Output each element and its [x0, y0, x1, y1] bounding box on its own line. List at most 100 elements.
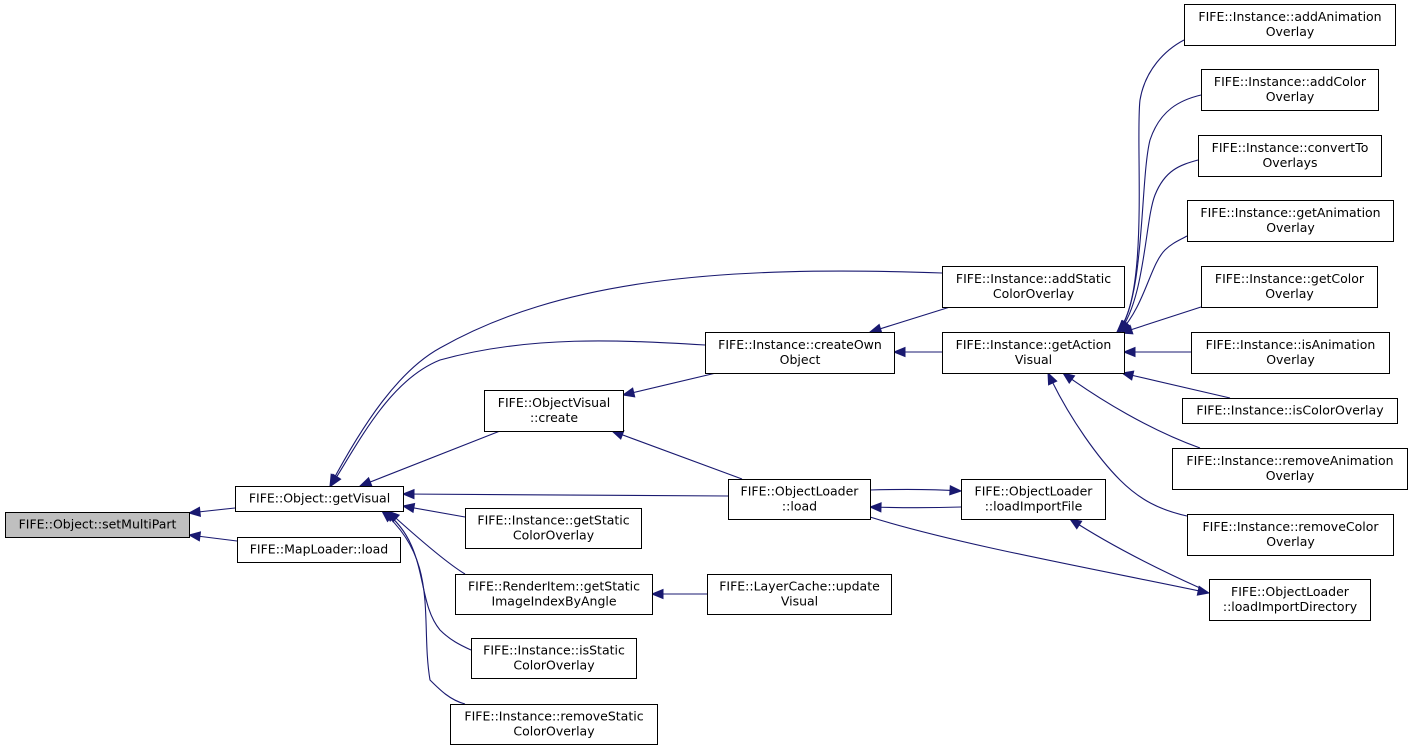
edge-line — [381, 510, 466, 705]
nodes-layer: FIFE::Object::setMultiPart FIFE::Object::… — [5, 4, 1408, 745]
node-ObjectLoader_load[interactable]: FIFE::ObjectLoader::load — [728, 479, 871, 520]
edge-line — [1047, 372, 1188, 517]
node-label: Overlay — [1266, 352, 1315, 367]
node-loadImportDirectory[interactable]: FIFE::ObjectLoader::loadImportDirectory — [1209, 579, 1371, 621]
arrow-head-icon — [868, 502, 882, 513]
node-box[interactable] — [1187, 514, 1394, 556]
arrow-head-icon — [1119, 324, 1134, 335]
node-label: FIFE::Instance::getAction — [956, 337, 1112, 352]
edge-line — [1116, 39, 1185, 333]
node-box[interactable] — [484, 390, 624, 432]
node-getVisual[interactable]: FIFE::Object::getVisual — [235, 486, 404, 512]
node-box[interactable] — [471, 638, 637, 679]
node-box[interactable] — [1201, 266, 1378, 308]
edge-line — [1117, 94, 1202, 333]
node-box[interactable] — [1209, 579, 1371, 621]
node-label: Overlay — [1265, 286, 1314, 301]
edge-addAnimationOverlay-to-getActionVisual — [1116, 39, 1185, 333]
node-label: FIFE::Object::setMultiPart — [19, 517, 177, 532]
arrow-head-icon — [650, 588, 664, 600]
arrow-head-icon — [401, 502, 416, 514]
edge-line — [869, 516, 1210, 594]
node-box[interactable] — [1201, 69, 1379, 111]
node-getStaticImageIndexByAngle[interactable]: FIFE::RenderItem::getStaticImageIndexByA… — [455, 574, 653, 615]
node-label: ColorOverlay — [513, 724, 595, 739]
node-setMultiPart[interactable]: FIFE::Object::setMultiPart — [5, 512, 190, 538]
node-label: Visual — [1015, 352, 1052, 367]
node-box[interactable] — [705, 332, 895, 374]
edge-ObjectLoader_load-to-loadImportFile — [869, 485, 963, 496]
edge-line — [869, 506, 962, 509]
node-label: FIFE::Instance::removeColor — [1202, 519, 1379, 534]
edge-line — [611, 430, 743, 480]
edge-line — [1121, 372, 1231, 399]
edge-addStaticColorOverlay-to-createOwnObject — [868, 306, 951, 334]
node-label: Overlay — [1266, 534, 1315, 549]
node-box[interactable] — [1198, 135, 1382, 177]
edge-getColorOverlay-to-getActionVisual — [1119, 306, 1202, 335]
node-box[interactable] — [1182, 398, 1398, 424]
edge-addStaticColorOverlay-to-getVisual — [329, 270, 943, 488]
node-box[interactable] — [707, 574, 892, 615]
node-label: FIFE::Instance::removeAnimation — [1186, 453, 1393, 468]
arrow-head-icon — [892, 346, 906, 358]
node-label: FIFE::ObjectLoader — [975, 484, 1094, 499]
arrow-head-icon — [1068, 518, 1083, 530]
node-label: Overlays — [1262, 155, 1317, 170]
node-label: FIFE::MapLoader::load — [250, 542, 389, 557]
node-label: ::loadImportDirectory — [1223, 599, 1358, 614]
arrow-head-icon — [1061, 372, 1076, 385]
node-box[interactable] — [465, 508, 642, 549]
node-isColorOverlay[interactable]: FIFE::Instance::isColorOverlay — [1182, 398, 1398, 424]
arrow-head-icon — [187, 531, 202, 542]
edge-loadImportFile-to-ObjectLoader_load — [868, 502, 962, 513]
node-box[interactable] — [961, 479, 1106, 520]
node-label: ImageIndexByAngle — [491, 594, 616, 609]
node-box[interactable] — [450, 704, 658, 745]
edge-getAnimationOverlay-to-getActionVisual — [1119, 235, 1188, 333]
edge-createOwnObject-to-ObjectVisual_create — [621, 372, 717, 398]
node-box[interactable] — [5, 512, 190, 538]
edge-removeAnimationOverlay-to-getActionVisual — [1061, 372, 1201, 449]
node-box[interactable] — [1172, 448, 1408, 490]
node-label: Overlay — [1266, 468, 1315, 483]
edge-MapLoader_load-to-setMultiPart — [187, 531, 238, 542]
node-label: FIFE::Instance::removeStatic — [464, 709, 643, 724]
node-box[interactable] — [235, 486, 404, 512]
arrow-head-icon — [949, 485, 963, 496]
node-label: Overlay — [1266, 89, 1315, 104]
edge-loadImportDirectory-to-loadImportFile — [1068, 518, 1201, 589]
node-box[interactable] — [455, 574, 653, 615]
node-MapLoader_load[interactable]: FIFE::MapLoader::load — [237, 537, 401, 563]
node-box[interactable] — [237, 537, 401, 563]
node-loadImportFile[interactable]: FIFE::ObjectLoader::loadImportFile — [961, 479, 1106, 520]
node-box[interactable] — [942, 332, 1125, 374]
node-box[interactable] — [1191, 332, 1390, 374]
edge-getStaticColorOverlay-to-getVisual — [401, 502, 466, 518]
node-box[interactable] — [728, 479, 871, 520]
edge-ObjectLoader_load-to-ObjectVisual_create — [610, 430, 743, 480]
node-box[interactable] — [1187, 200, 1394, 242]
node-label: ColorOverlay — [993, 286, 1075, 301]
node-ObjectVisual_create[interactable]: FIFE::ObjectVisual::create — [484, 390, 624, 432]
node-box[interactable] — [1184, 4, 1396, 46]
edge-line — [383, 510, 472, 651]
node-label: FIFE::Instance::addColor — [1214, 74, 1367, 89]
node-box[interactable] — [942, 266, 1125, 308]
